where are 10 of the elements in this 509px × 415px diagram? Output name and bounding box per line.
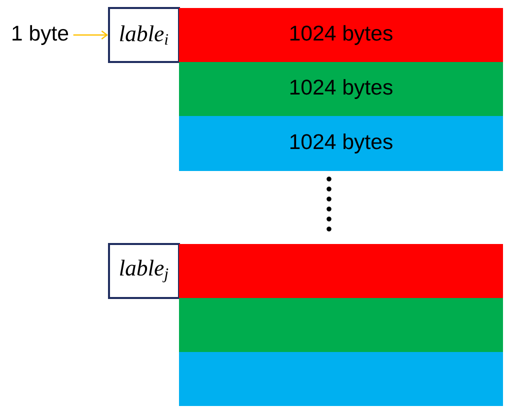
data-block — [179, 298, 503, 352]
data-block — [179, 244, 503, 298]
label-box: lable$_{i}$ — [108, 7, 180, 63]
data-block: 1024 bytes — [179, 62, 503, 116]
data-block: 1024 bytes — [179, 116, 503, 171]
label-box: lable$_{j}$ — [108, 243, 180, 299]
annotation-text: 1 byte — [12, 25, 68, 45]
arrow — [73, 30, 108, 40]
data-block — [179, 352, 503, 406]
data-block: 1024 bytes — [179, 8, 503, 62]
